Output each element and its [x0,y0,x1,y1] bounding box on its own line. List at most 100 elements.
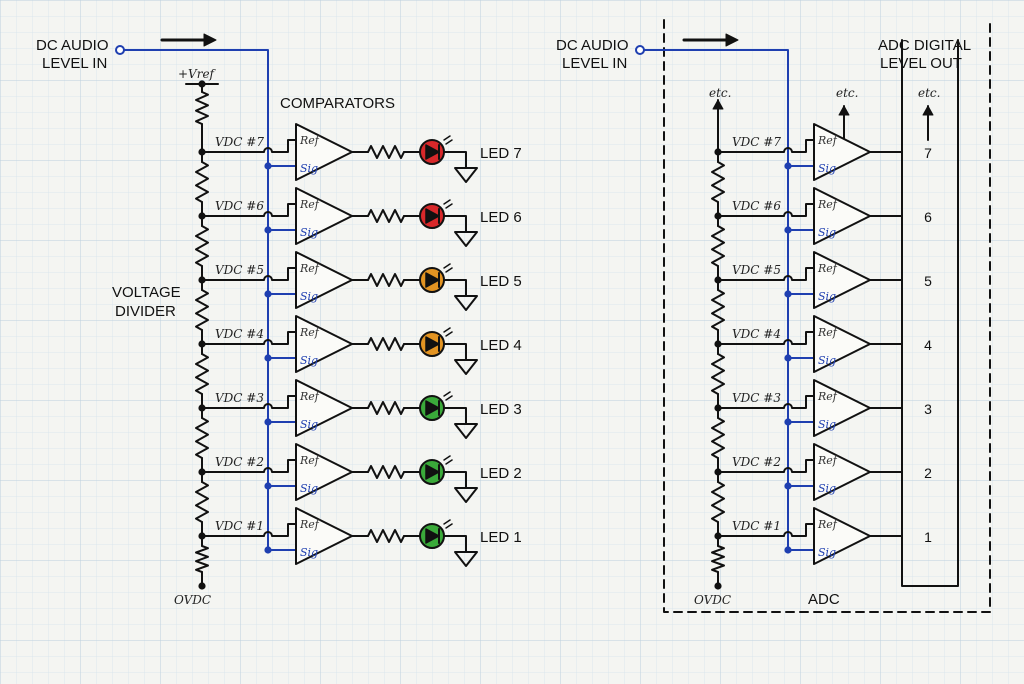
right-comparator-sig-pin-1: Sig [818,546,836,559]
right-vdc-label-7: VDC #7 [732,135,781,149]
right-comparator-ref-pin-1: Ref [817,518,839,531]
right-comparator-sig-pin-6: Sig [818,226,836,239]
right-comparator-sig-pin-7: Sig [818,162,836,175]
output-bit-label-4: 4 [924,337,932,353]
output-bit-label-7: 7 [924,145,932,161]
left-vdc-label-4: VDC #4 [215,327,264,341]
voltage-divider-label-2: DIVIDER [115,303,176,320]
left-ref-wire-6 [201,203,297,217]
left-ground-label: OVDC [174,593,211,607]
led-ground-wire-7 [443,151,467,169]
adc-output-bus [901,39,959,587]
output-label-2: LEVEL OUT [880,55,962,72]
right-comparator-sig-pin-3: Sig [818,418,836,431]
led-ground-wire-1 [443,535,467,553]
etc-label-output: etc. [918,86,940,100]
right-ref-wire-2 [717,459,815,473]
right-flow-arrow-head [725,33,739,47]
right-input-label-2: LEVEL IN [562,55,627,72]
left-comparator-4 [295,315,353,373]
output-bit-label-2: 2 [924,465,932,481]
left-led-resistor-2 [367,465,405,479]
left-divider-resistor-6 [195,225,209,267]
led-diode-triangle-4 [425,336,440,352]
left-divider-resistor-2 [195,481,209,523]
led-diode-triangle-3 [425,400,440,416]
left-vdc-label-5: VDC #5 [215,263,264,277]
led-label-3: LED 3 [480,401,522,418]
right-comparator-ref-pin-5: Ref [817,262,839,275]
comparators-label: COMPARATORS [280,95,395,112]
left-led-resistor-6 [367,209,405,223]
left-ref-wire-7 [201,139,297,153]
left-divider-resistor-3 [195,417,209,459]
left-led-resistor-5 [367,273,405,287]
right-ref-wire-6 [717,203,815,217]
left-divider-resistor-5 [195,289,209,331]
led-diode-triangle-7 [425,144,440,160]
etc-label-divider: etc. [709,86,731,100]
left-ref-wire-3 [201,395,297,409]
left-comparator-sig-pin-2: Sig [300,482,318,495]
left-comparator-ref-pin-2: Ref [299,454,321,467]
left-comparator-ref-pin-3: Ref [299,390,321,403]
left-vdc-label-1: VDC #1 [215,519,264,533]
left-input-label-2: LEVEL IN [42,55,107,72]
left-comparator-1 [295,507,353,565]
led-label-7: LED 7 [480,145,522,162]
right-input-label-1: DC AUDIO [556,37,629,54]
led-label-5: LED 5 [480,273,522,290]
led-ray-b-6 [445,203,453,209]
led-ground-wire-2 [443,471,467,489]
led-ground-2 [454,487,478,503]
led-ray-b-2 [445,459,453,465]
left-divider-resistor-4 [195,353,209,395]
voltage-divider-label-1: VOLTAGE [112,284,181,301]
led-ray-a-2 [443,455,451,461]
adc-dashed-boundary [663,19,991,613]
led-ground-5 [454,295,478,311]
left-led-resistor-1 [367,529,405,543]
right-comparator-sig-pin-5: Sig [818,290,836,303]
led-ray-b-1 [445,523,453,529]
left-led-resistor-4 [367,337,405,351]
right-divider-resistor-4 [711,353,725,395]
led-ray-a-7 [443,135,451,141]
right-comparator-6 [813,187,871,245]
led-label-2: LED 2 [480,465,522,482]
led-ray-a-5 [443,263,451,269]
left-input-terminal [115,45,125,55]
right-ref-wire-3 [717,395,815,409]
left-comparator-sig-pin-3: Sig [300,418,318,431]
left-comparator-ref-pin-1: Ref [299,518,321,531]
left-comparator-sig-pin-7: Sig [300,162,318,175]
left-led-resistor-3 [367,401,405,415]
right-comparator-ref-pin-2: Ref [817,454,839,467]
right-comparator-3 [813,379,871,437]
led-ground-wire-5 [443,279,467,297]
left-ref-wire-1 [201,523,297,537]
right-comparator-ref-pin-4: Ref [817,326,839,339]
led-ray-a-1 [443,519,451,525]
led-ground-6 [454,231,478,247]
left-led-resistor-7 [367,145,405,159]
left-vdc-label-3: VDC #3 [215,391,264,405]
left-vdc-label-6: VDC #6 [215,199,264,213]
left-comparator-sig-pin-1: Sig [300,546,318,559]
left-ground-node [198,582,206,590]
led-ray-a-6 [443,199,451,205]
left-input-wire [123,49,269,141]
led-ground-wire-4 [443,343,467,361]
led-ray-b-7 [445,139,453,145]
right-divider-resistor-5 [711,289,725,331]
right-comparator-ref-pin-7: Ref [817,134,839,147]
left-input-label-1: DC AUDIO [36,37,109,54]
left-comparator-sig-pin-5: Sig [300,290,318,303]
right-vdc-label-3: VDC #3 [732,391,781,405]
led-diode-triangle-6 [425,208,440,224]
right-ref-wire-4 [717,331,815,345]
led-ground-wire-3 [443,407,467,425]
left-ref-wire-2 [201,459,297,473]
right-comparator-ref-pin-3: Ref [817,390,839,403]
vref-label: +Vref [178,67,217,81]
